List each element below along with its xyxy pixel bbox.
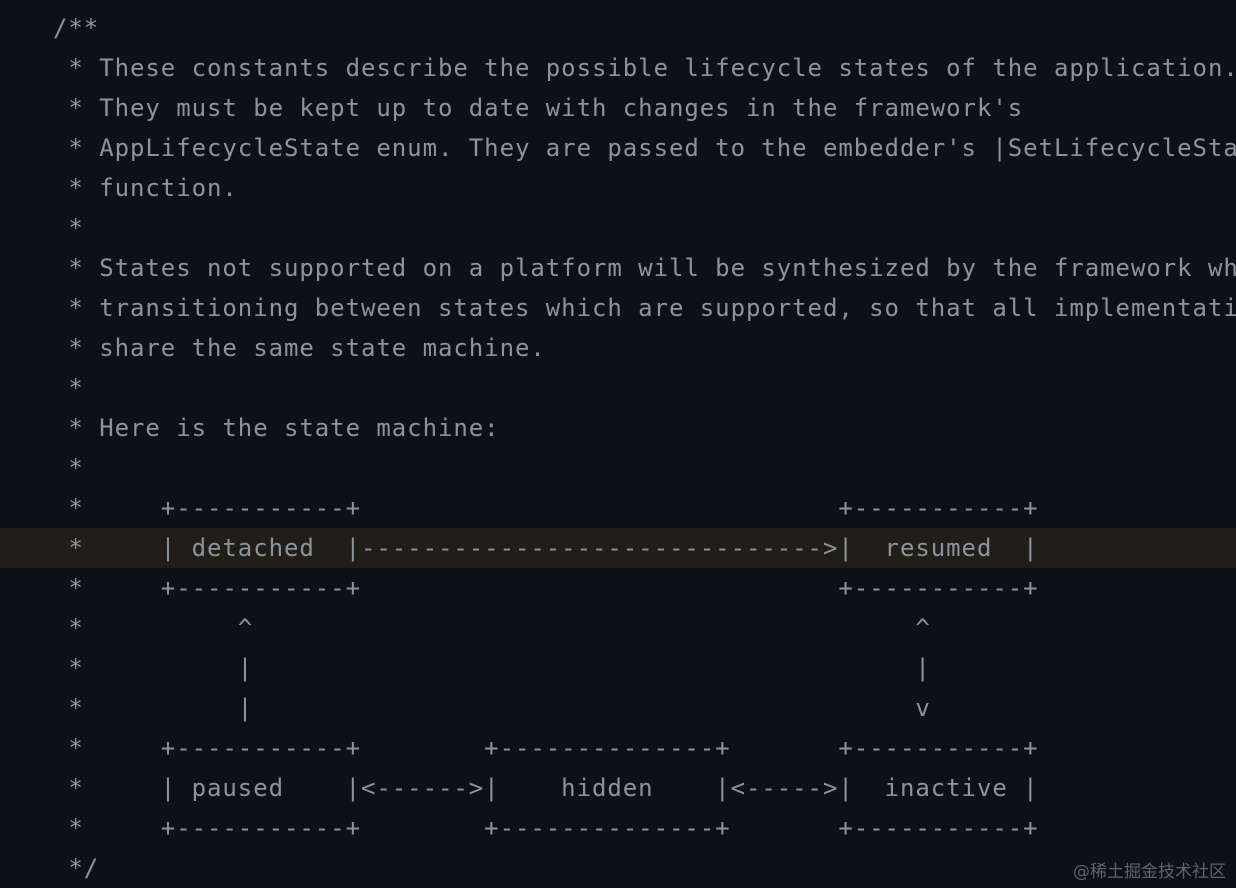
code-line: * These constants describe the possible … xyxy=(53,54,1236,82)
code-line: * xyxy=(53,214,84,242)
code-line: * | | xyxy=(53,654,931,682)
code-line: * +-----------+ +-----------+ xyxy=(53,494,1039,522)
code-line: * +-----------+ +-----------+ xyxy=(53,574,1039,602)
watermark: @稀土掘金技术社区 xyxy=(1073,862,1226,882)
code-line: * xyxy=(53,374,84,402)
code-line: * +-----------+ +--------------+ +------… xyxy=(53,814,1039,842)
code-line: */ xyxy=(53,854,100,882)
code-line: /** xyxy=(53,14,100,42)
code-line: * +-----------+ +--------------+ +------… xyxy=(53,734,1039,762)
code-line: * ^ ^ xyxy=(53,614,931,642)
code-line: * function. xyxy=(53,174,238,202)
code-line: * xyxy=(53,454,84,482)
code-editor: /** * These constants describe the possi… xyxy=(0,8,1236,888)
code-line: * AppLifecycleState enum. They are passe… xyxy=(53,134,1236,162)
code-line-highlighted: * | detached |--------------------------… xyxy=(0,528,1236,568)
code-line: * States not supported on a platform wil… xyxy=(53,254,1236,282)
code-line: * They must be kept up to date with chan… xyxy=(53,94,1024,122)
code-line: * transitioning between states which are… xyxy=(53,294,1236,322)
code-line: * | paused |<------>| hidden |<----->| i… xyxy=(53,774,1039,802)
code-line: * | v xyxy=(53,694,931,722)
code-line: * share the same state machine. xyxy=(53,334,546,362)
code-line: * Here is the state machine: xyxy=(53,414,500,442)
